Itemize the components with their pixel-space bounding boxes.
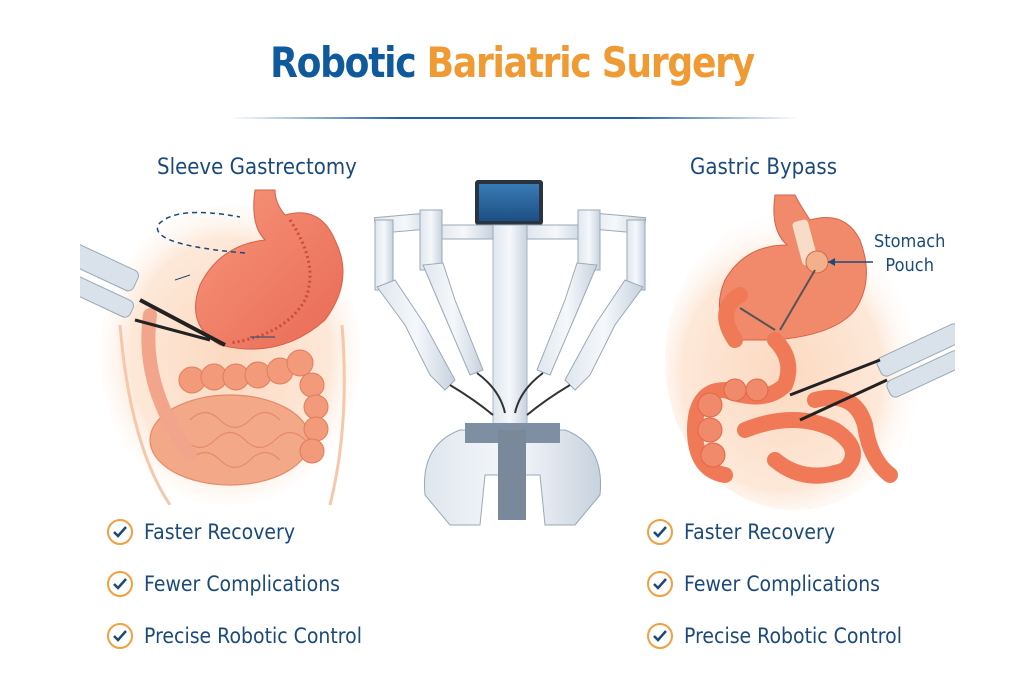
benefit-item: Precise Robotic Control	[647, 610, 926, 662]
benefit-label: Fewer Complications	[684, 572, 881, 596]
sleeve-gastrectomy-heading: Sleeve Gastrectomy	[157, 155, 357, 180]
benefit-label: Precise Robotic Control	[144, 624, 362, 648]
callout-line-2: Pouch	[885, 255, 934, 276]
benefit-item: Faster Recovery	[107, 506, 386, 558]
check-circle-icon	[647, 623, 673, 649]
title-bariatric-surgery: Bariatric Surgery	[426, 38, 756, 87]
benefit-item: Fewer Complications	[107, 558, 386, 610]
benefit-item: Fewer Complications	[647, 558, 926, 610]
sleeve-gastrectomy-illustration	[80, 189, 360, 505]
gastric-bypass-heading: Gastric Bypass	[690, 155, 838, 180]
gastric-bypass-illustration	[665, 194, 955, 510]
bypass-benefits-list: Faster Recovery Fewer Complications Prec…	[647, 506, 926, 662]
title-divider	[230, 117, 800, 119]
benefit-label: Fewer Complications	[144, 572, 341, 596]
check-circle-icon	[647, 519, 673, 545]
check-circle-icon	[107, 571, 133, 597]
benefit-item: Faster Recovery	[647, 506, 926, 558]
benefit-label: Faster Recovery	[684, 520, 836, 544]
check-circle-icon	[647, 571, 673, 597]
check-circle-icon	[107, 519, 133, 545]
stomach-pouch-label: Stomach Pouch	[874, 230, 945, 278]
callout-line-1: Stomach	[874, 231, 946, 252]
sleeve-benefits-list: Faster Recovery Fewer Complications Prec…	[107, 506, 386, 662]
benefit-label: Faster Recovery	[144, 520, 296, 544]
check-circle-icon	[107, 623, 133, 649]
page-title: Robotic Bariatric Surgery	[72, 38, 953, 87]
benefit-label: Precise Robotic Control	[684, 624, 902, 648]
robotic-surgical-system-illustration	[373, 180, 647, 526]
benefit-item: Precise Robotic Control	[107, 610, 386, 662]
title-robotic: Robotic	[270, 38, 417, 87]
